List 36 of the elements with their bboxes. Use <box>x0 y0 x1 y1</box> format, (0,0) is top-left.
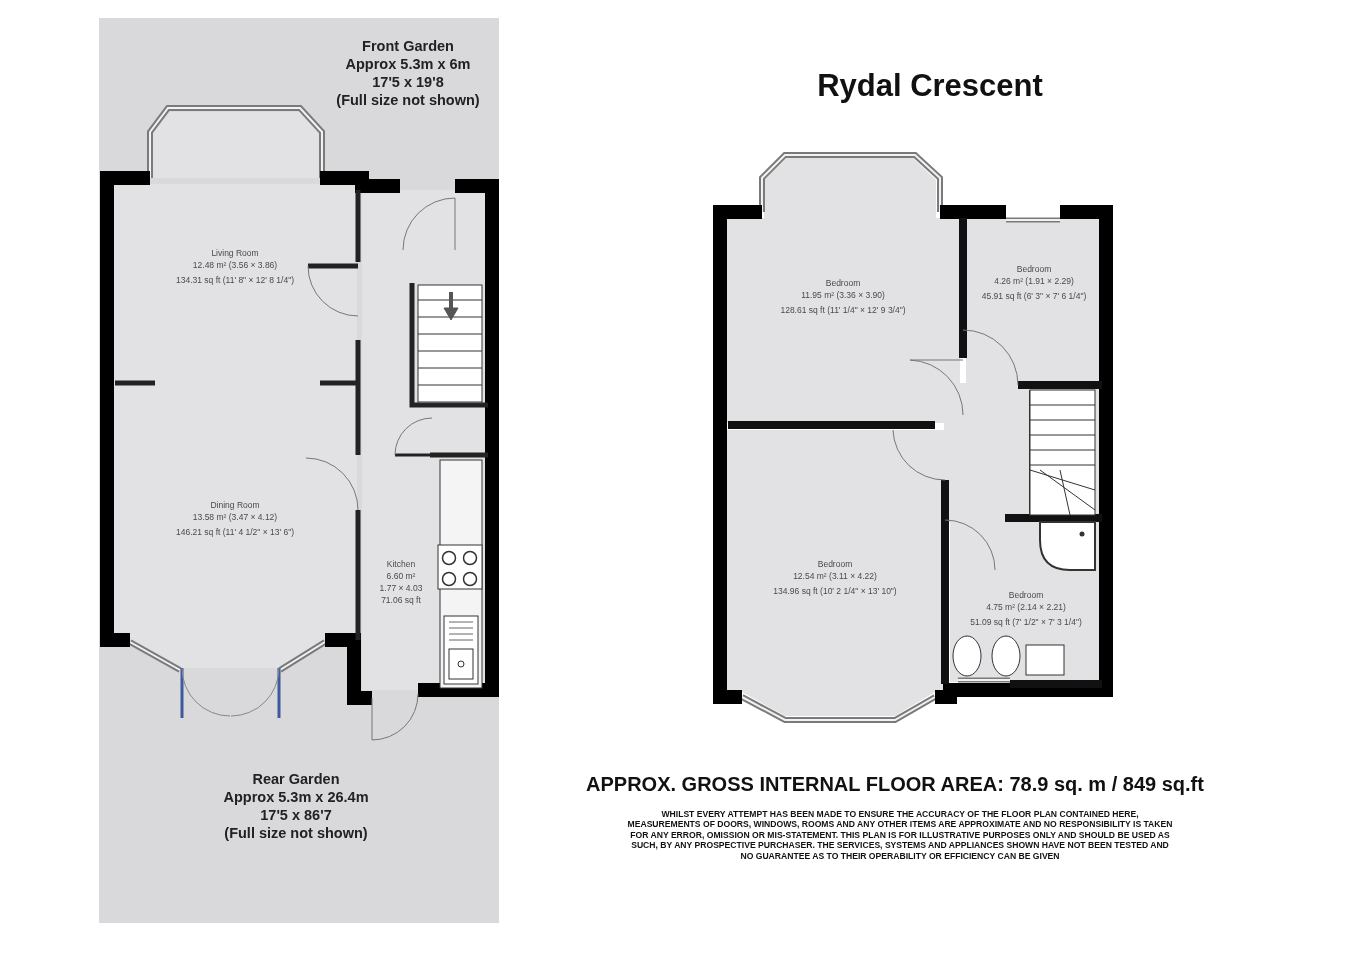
room-area: 146.21 sq ft (11' 4 1/2" × 13' 6") <box>175 526 294 539</box>
room <box>113 184 357 384</box>
room-area: 51.09 sq ft (7' 1/2" × 7' 3 1/4") <box>970 616 1082 629</box>
room-area: 134.96 sq ft (10' 2 1/4" × 13' 10") <box>773 585 897 598</box>
room-name: Bedroom <box>1008 590 1044 602</box>
plan-title: Rydal Crescent <box>816 68 1044 104</box>
room-name: Bedroom <box>817 559 853 571</box>
floor-area-text: APPROX. GROSS INTERNAL FLOOR AREA: 78.9 sq. m / 849 sq.ft <box>585 772 1205 797</box>
room-area: 11.95 m² (3.36 × 3.90) <box>801 289 885 302</box>
room-area: 4.26 m² (1.91 × 2.29) <box>994 275 1074 288</box>
room-area: 12.54 m² (3.11 × 4.22) <box>793 570 877 583</box>
garden-name: Rear Garden <box>252 770 340 788</box>
garden-dimensions: (Full size not shown) <box>336 91 480 109</box>
room-area: 13.58 m² (3.47 × 4.12) <box>192 511 278 524</box>
room-name: Dining Room <box>210 500 260 512</box>
room-area: 4.75 m² (2.14 × 2.21) <box>986 601 1066 614</box>
garden-dimensions: Approx 5.3m x 6m <box>345 55 471 73</box>
room-area: 128.61 sq ft (11' 1/4" × 12' 9 3/4") <box>780 304 906 317</box>
garden-dimensions: 17'5 x 86'7 <box>260 806 332 824</box>
garden-dimensions: Approx 5.3m x 26.4m <box>223 788 369 806</box>
room-name: Kitchen <box>386 559 416 571</box>
garden-name: Front Garden <box>362 37 454 55</box>
room <box>966 218 1102 383</box>
room-area: 6.60 m² <box>386 570 416 583</box>
room-name: Living Room <box>211 248 259 260</box>
room-area: 134.31 sq ft (11' 8" × 12' 8 1/4") <box>175 274 294 287</box>
garden-dimensions: (Full size not shown) <box>224 824 368 842</box>
disclaimer-text: WHILST EVERY ATTEMPT HAS BEEN MADE TO ENSURE THE ACCURACY OF THE FLOOR PLAN CONTAINED HERE, MEASUREMENTS OF DOORS, WINDOWS, ROOMS AND ANY OTHER ITEMS ARE APPROXIMATE AND NO RESPONSIBILITY IS TAKEN FOR ANY ERROR, OMISSION OR MIS-STATEMENT. THIS PLAN IS FOR ILLUSTRATIVE PURPOSES ONLY AND SHOULD BE USED AS SUCH, BY ANY PROSPECTIVE PURCHASER. THE SERVICES, SYSTEMS AND APPLIANCES SHOWN HAVE NOT BEEN TESTED AND NO GUARANTEE AS TO THEIR OPERABILITY OR EFFICIENCY CAN BE GIVEN <box>626 809 1174 862</box>
garden-dimensions: 17'5 x 19'8 <box>372 73 444 91</box>
room-name: Bedroom <box>825 278 861 290</box>
room <box>362 455 440 690</box>
room-area: 45.91 sq ft (6' 3" × 7' 6 1/4") <box>981 290 1087 303</box>
room-name: Bedroom <box>1016 264 1052 276</box>
room-area: 71.06 sq ft <box>381 594 421 607</box>
room-area: 1.77 × 4.03 <box>379 582 423 595</box>
room-area: 12.48 m² (3.56 × 3.86) <box>192 259 278 272</box>
